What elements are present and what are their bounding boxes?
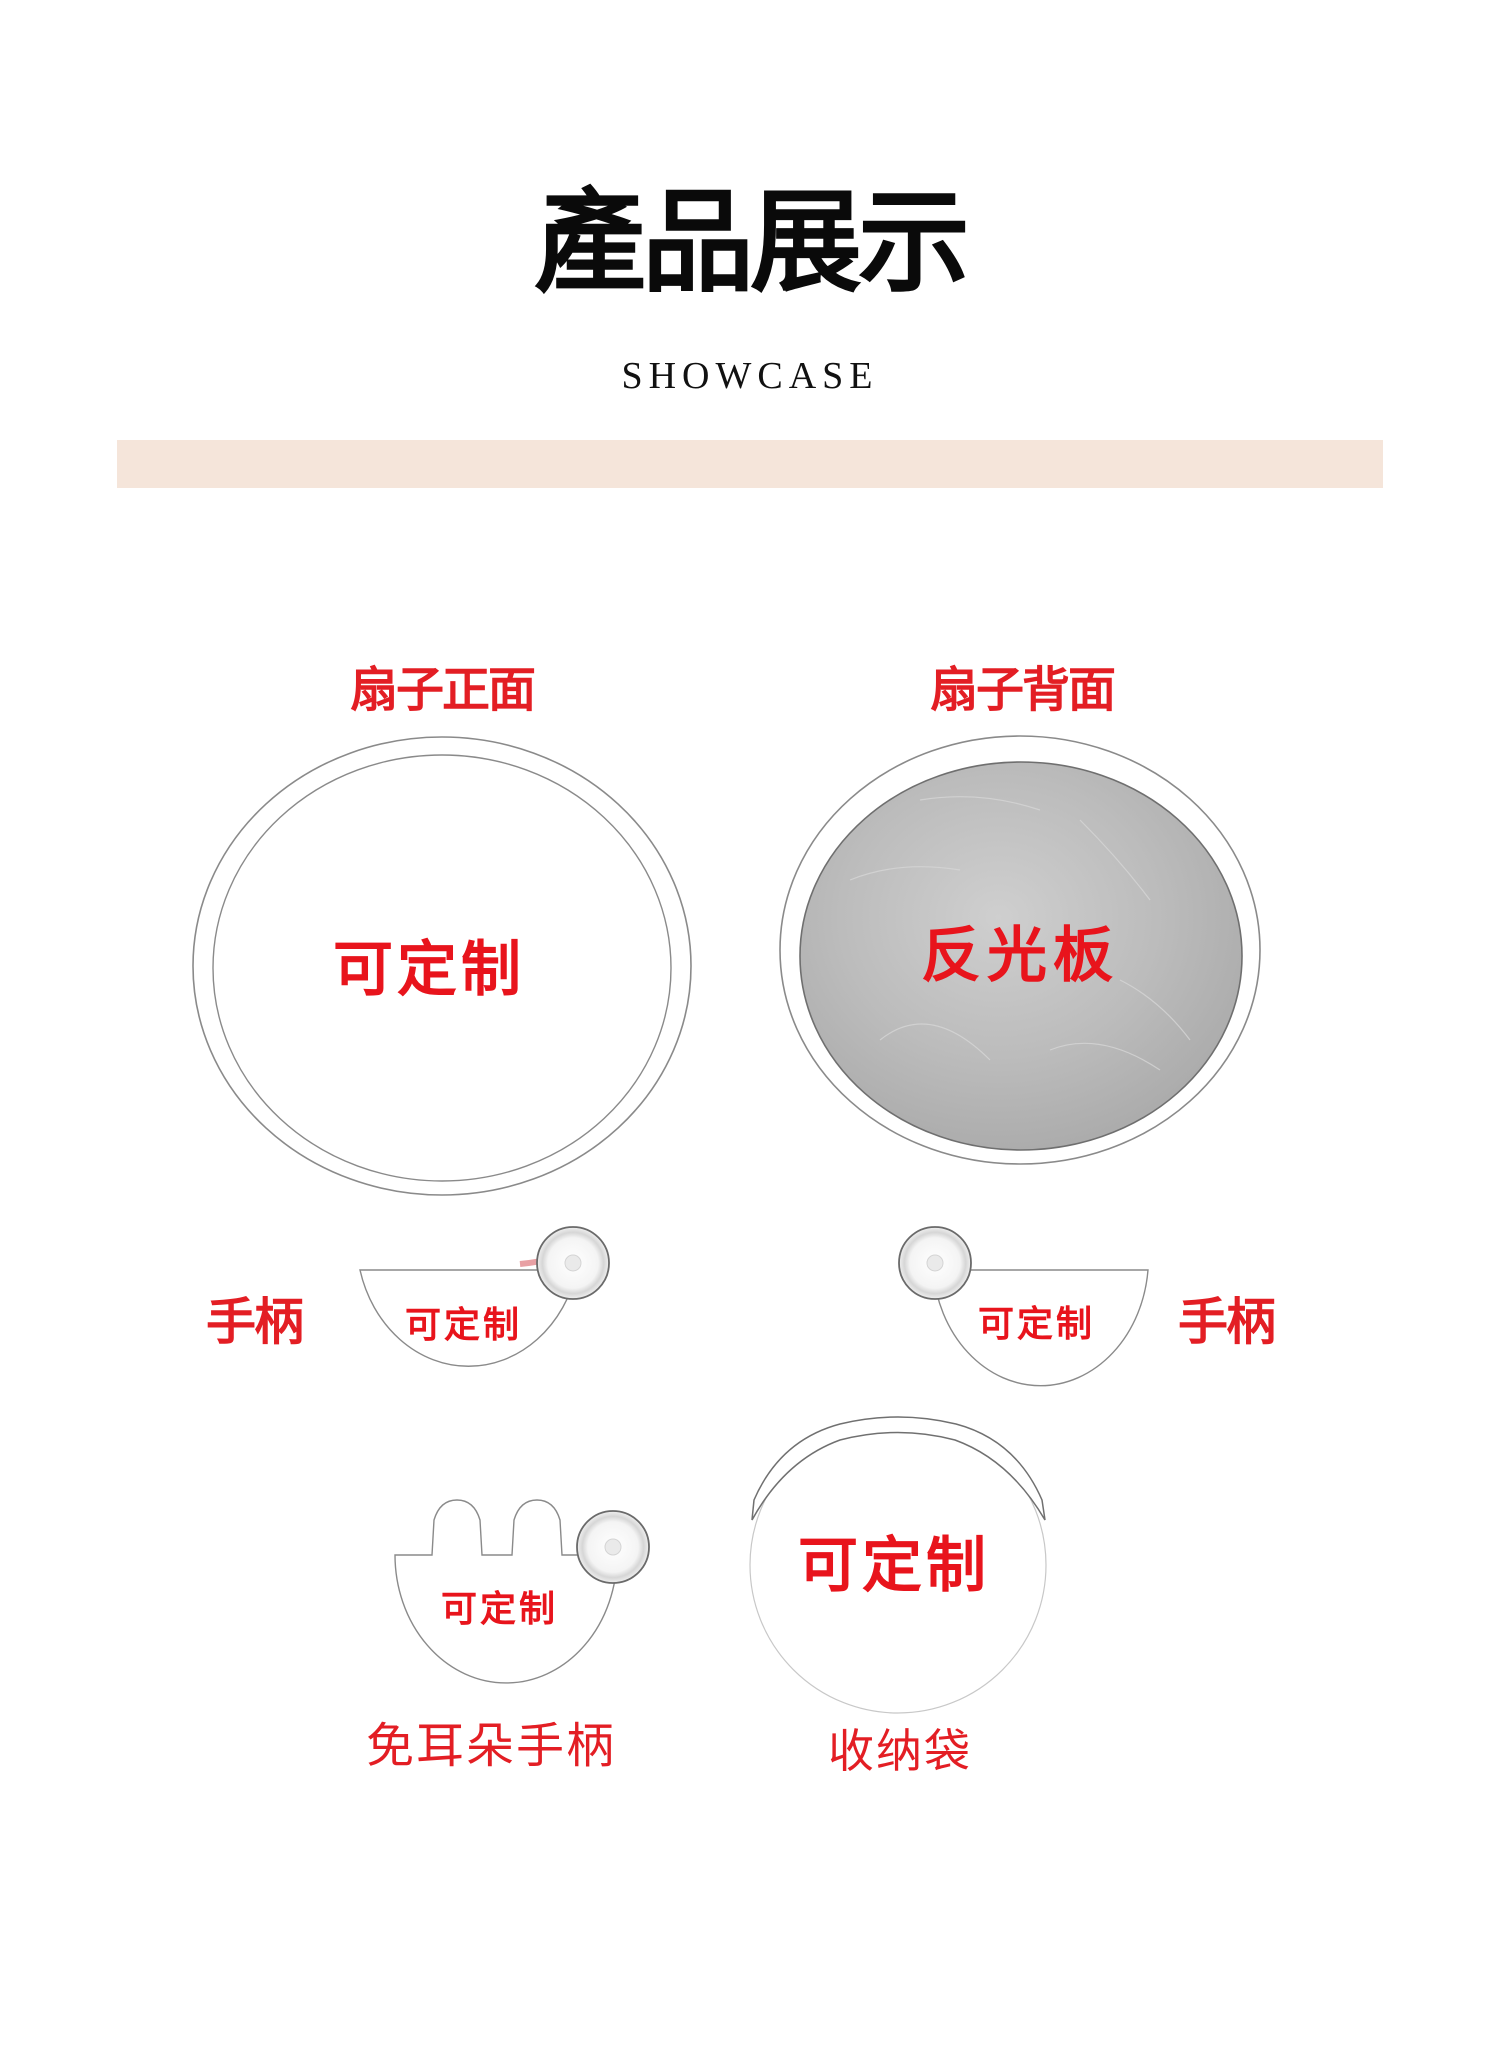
- fan-back-title: 扇子背面: [930, 662, 1116, 718]
- fan-back-handle-shape: [932, 1269, 1149, 1387]
- fan-front-handle-label: 手柄: [206, 1292, 304, 1351]
- page-title: 產品展示: [534, 177, 970, 308]
- rabbit-handle-caption: 免耳朵手柄: [366, 1718, 617, 1774]
- rabbit-handle-drawing: [394, 1499, 650, 1684]
- fan-front-inner-face: [212, 754, 672, 1182]
- pouch-text: 可定制: [798, 1531, 990, 1601]
- page-subtitle: SHOWCASE: [621, 355, 879, 397]
- fan-front-face-text: 可定制: [333, 935, 525, 1005]
- fan-front-handle-shape: [359, 1269, 578, 1367]
- fan-front-title: 扇子正面: [350, 662, 536, 718]
- fan-back-handle-text: 可定制: [978, 1304, 1096, 1345]
- fan-back-drawing: [779, 735, 1261, 1387]
- pouch-caption: 收纳袋: [828, 1724, 972, 1778]
- decorative-band: [117, 440, 1383, 488]
- fan-back-reflector: [799, 761, 1243, 1151]
- fan-back-handle-label: 手柄: [1178, 1292, 1276, 1351]
- fan-front-handle-text: 可定制: [405, 1305, 523, 1346]
- rabbit-handle-text: 可定制: [441, 1589, 559, 1630]
- pouch-flap: [751, 1416, 1046, 1521]
- pouch-drawing: [749, 1416, 1047, 1714]
- fan-back-face-text: 反光板: [921, 921, 1119, 991]
- fan-front-drawing: [192, 736, 692, 1367]
